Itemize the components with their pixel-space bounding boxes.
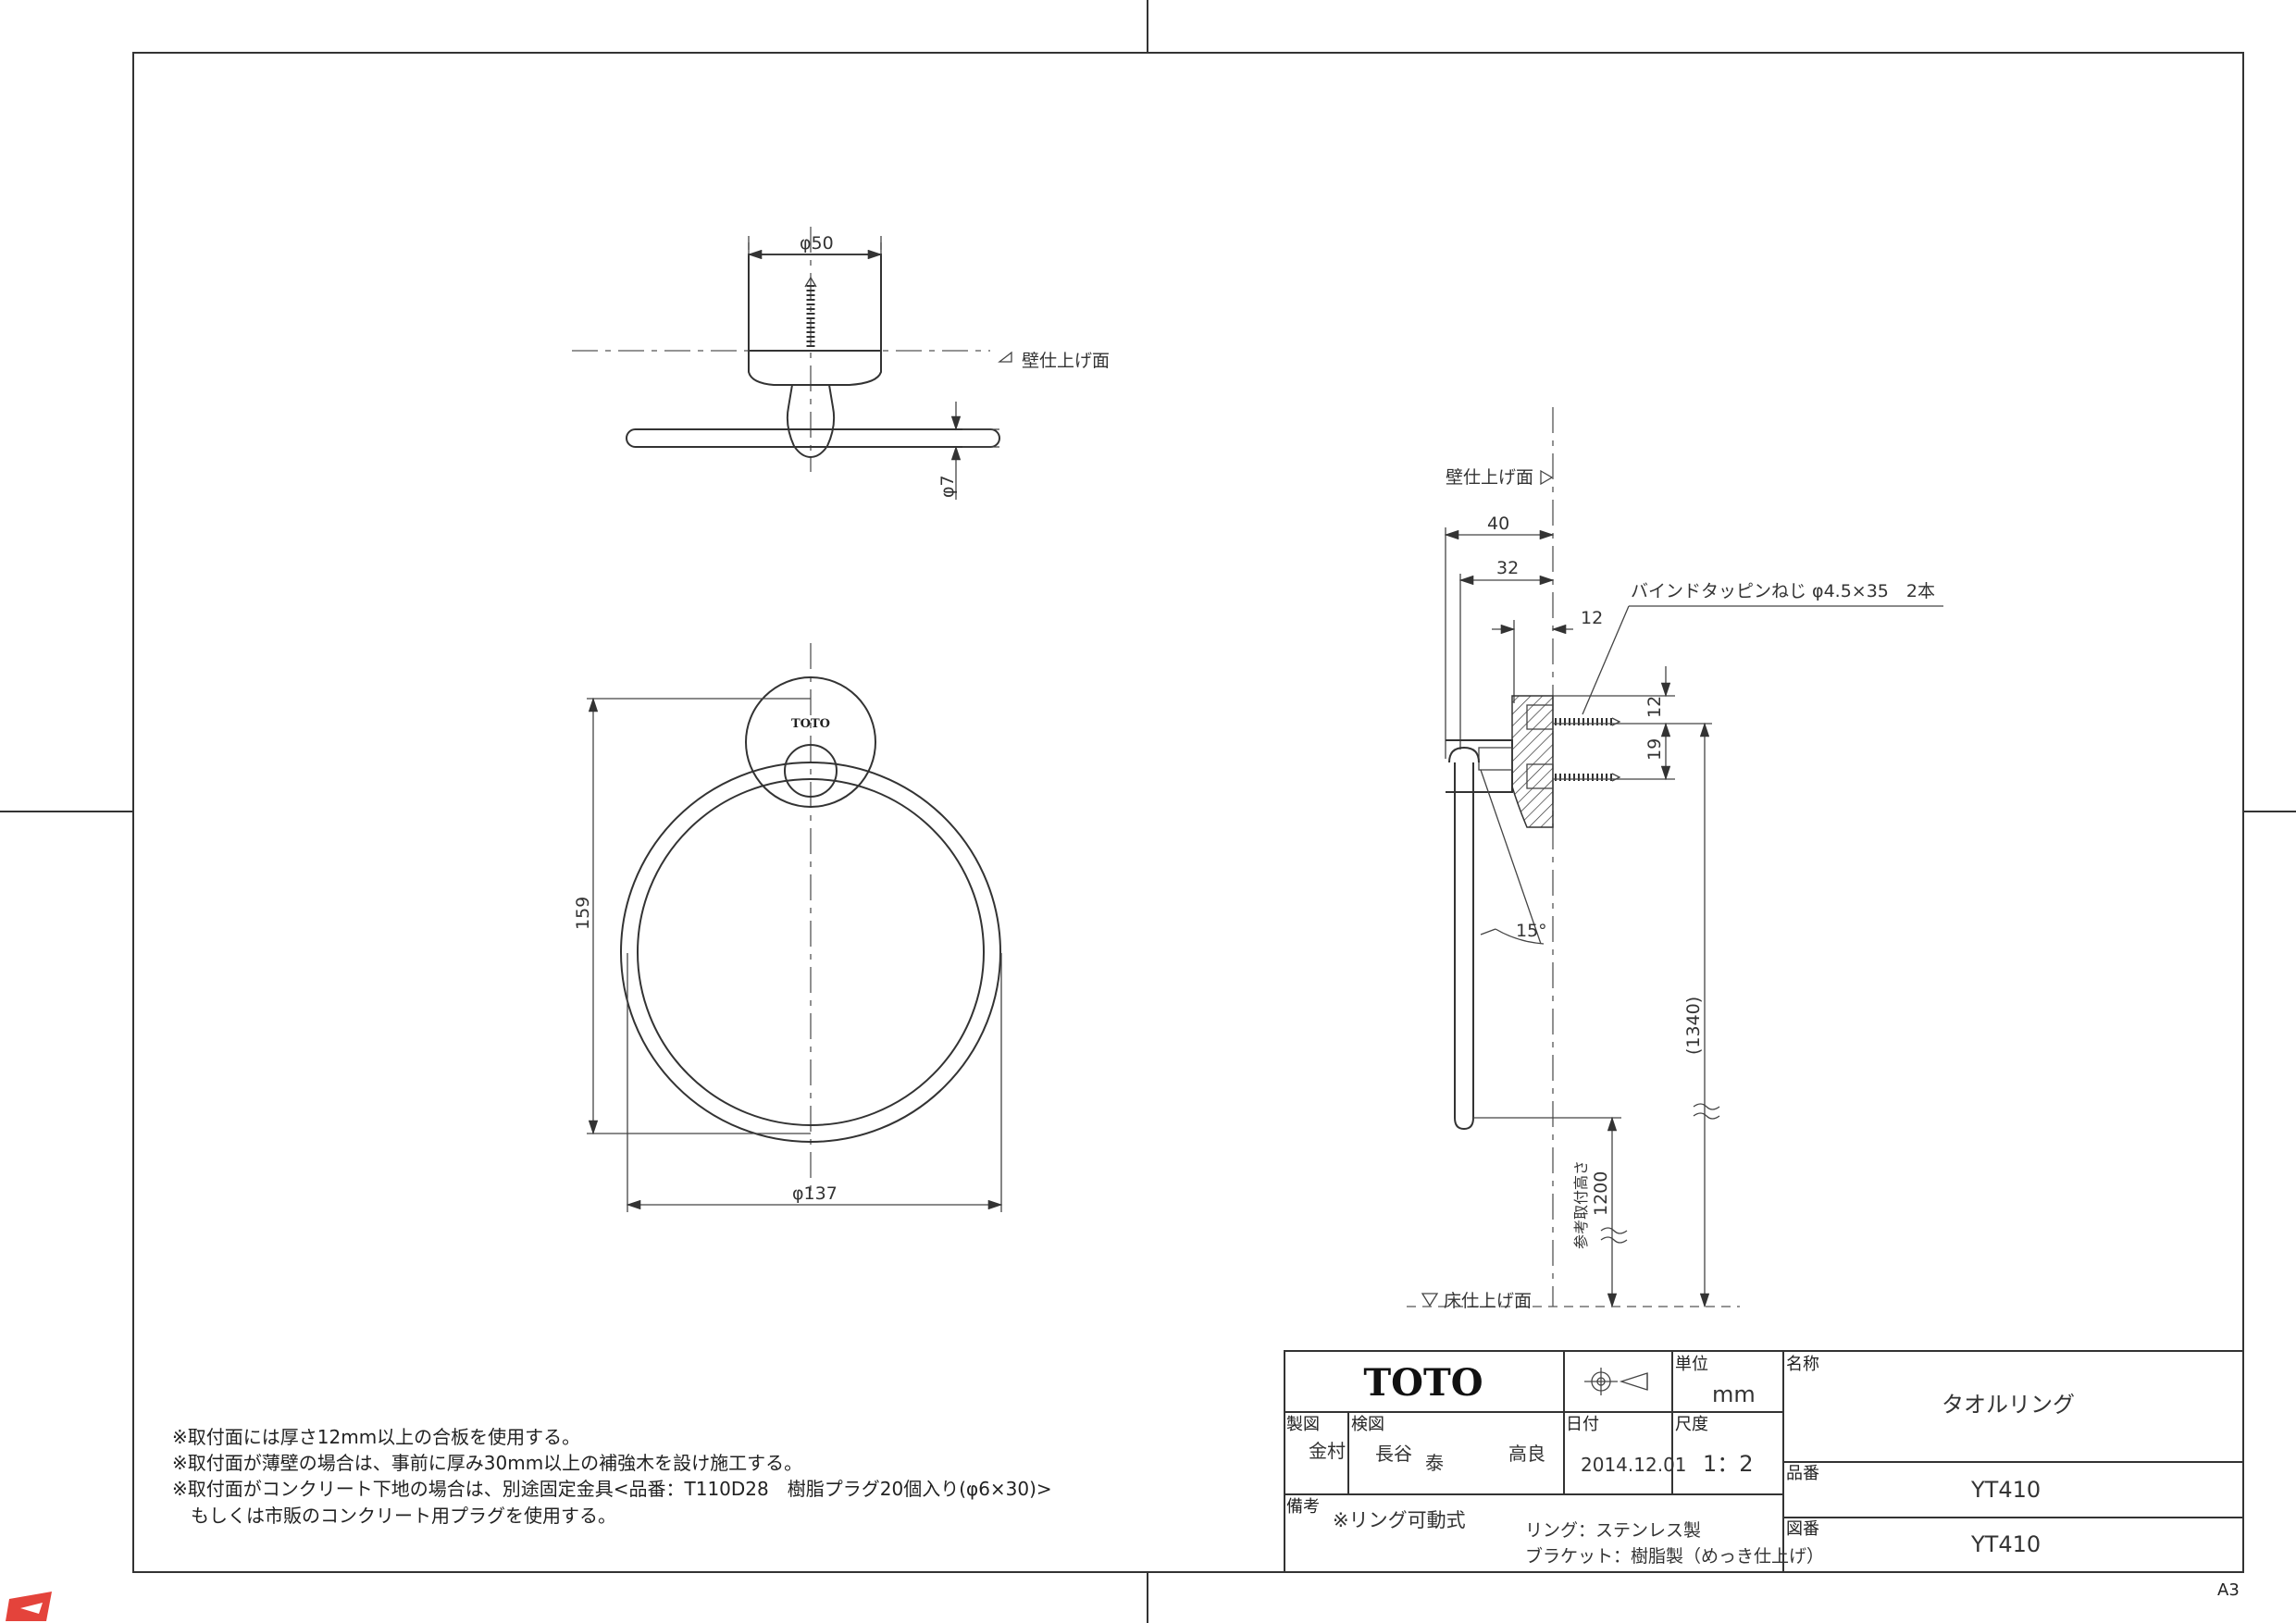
notes: ※取付面には厚さ12mm以上の合板を使用する。 ※取付面が薄壁の場合は、事前に厚… [172,1426,1052,1527]
dim-angle: 15° [1516,921,1547,941]
name-label: 名称 [1786,1355,1819,1374]
dim-depth-40: 40 [1487,514,1509,534]
date-value: 2014.12.01 [1581,1454,1687,1476]
scale-value: 1：2 [1703,1451,1754,1477]
screw-callout: バインドタッピンねじ φ4.5×35 2本 [1631,581,1935,601]
checker-label: 検図 [1351,1415,1384,1434]
wall-label-top: 壁仕上げ面 [1022,351,1110,371]
dim-ring-dia: φ137 [792,1183,838,1204]
note-3: ※取付面がコンクリート下地の場合は、別途固定金具<品番：T110D28 樹脂プラ… [172,1478,1052,1500]
projection-symbol-icon [1584,1368,1648,1395]
dim-12-top: 12 [1581,608,1603,628]
title-logo: TOTO [1363,1361,1483,1405]
dim-12-side: 12 [1644,696,1665,718]
front-logo: TOTO [791,717,830,731]
corner-mark-icon [6,1592,52,1621]
dim-base-dia: φ50 [800,233,834,254]
drafter-value: 金村 [1309,1440,1346,1462]
date-label: 日付 [1566,1415,1599,1434]
remarks-label: 備考 [1286,1497,1320,1517]
title-block: TOTO 単位 mm 名称 タオルリング 製図 金村 検図 長谷 泰 高良 日付… [1284,1350,2244,1573]
unit-label: 単位 [1675,1355,1708,1374]
name-value: タオルリング [1942,1392,2075,1418]
dim-depth-32: 32 [1496,558,1519,578]
remarks-value: ※リング可動式 [1333,1509,1466,1531]
front-view: TOTO 159 φ137 [573,643,1003,1212]
product-value: YT410 [1970,1477,2041,1503]
note-4: もしくは市販のコンクリート用プラグを使用する。 [191,1505,616,1527]
material-bracket: ブラケット：樹脂製（めっき仕上げ） [1525,1545,1824,1567]
drafter-label: 製図 [1286,1415,1320,1434]
checker-value-1: 長谷 [1375,1443,1412,1465]
checker-value-2: 泰 [1425,1452,1444,1474]
drawing-value: YT410 [1970,1531,2041,1557]
drawing-label: 図番 [1786,1519,1819,1539]
dim-height: 159 [573,897,593,930]
dim-1340: (1340) [1683,997,1704,1055]
scale-label: 尺度 [1675,1415,1708,1434]
note-2: ※取付面が薄壁の場合は、事前に厚み30mm以上の補強木を設け施工する。 [172,1452,802,1474]
dim-bar-dia: φ7 [937,475,958,498]
sheet-size: A3 [2217,1580,2240,1600]
product-label: 品番 [1786,1464,1819,1483]
wall-label-side: 壁仕上げ面 [1446,467,1533,488]
floor-label: 床仕上げ面 [1444,1291,1532,1311]
note-1: ※取付面には厚さ12mm以上の合板を使用する。 [172,1426,580,1448]
ref-height-label: 参考取付高さ [1572,1160,1590,1249]
dim-1200: 1200 [1591,1171,1611,1216]
side-view: 壁仕上げ面 40 32 12 バインドタッピンねじ φ4.5×35 2本 [1407,407,1943,1311]
unit-value: mm [1712,1381,1756,1407]
material-ring: リング：ステンレス製 [1525,1520,1701,1541]
checker-value-3: 高良 [1508,1443,1545,1465]
top-view: φ50 壁仕上げ面 φ7 [572,227,1110,500]
dim-19: 19 [1644,738,1665,761]
